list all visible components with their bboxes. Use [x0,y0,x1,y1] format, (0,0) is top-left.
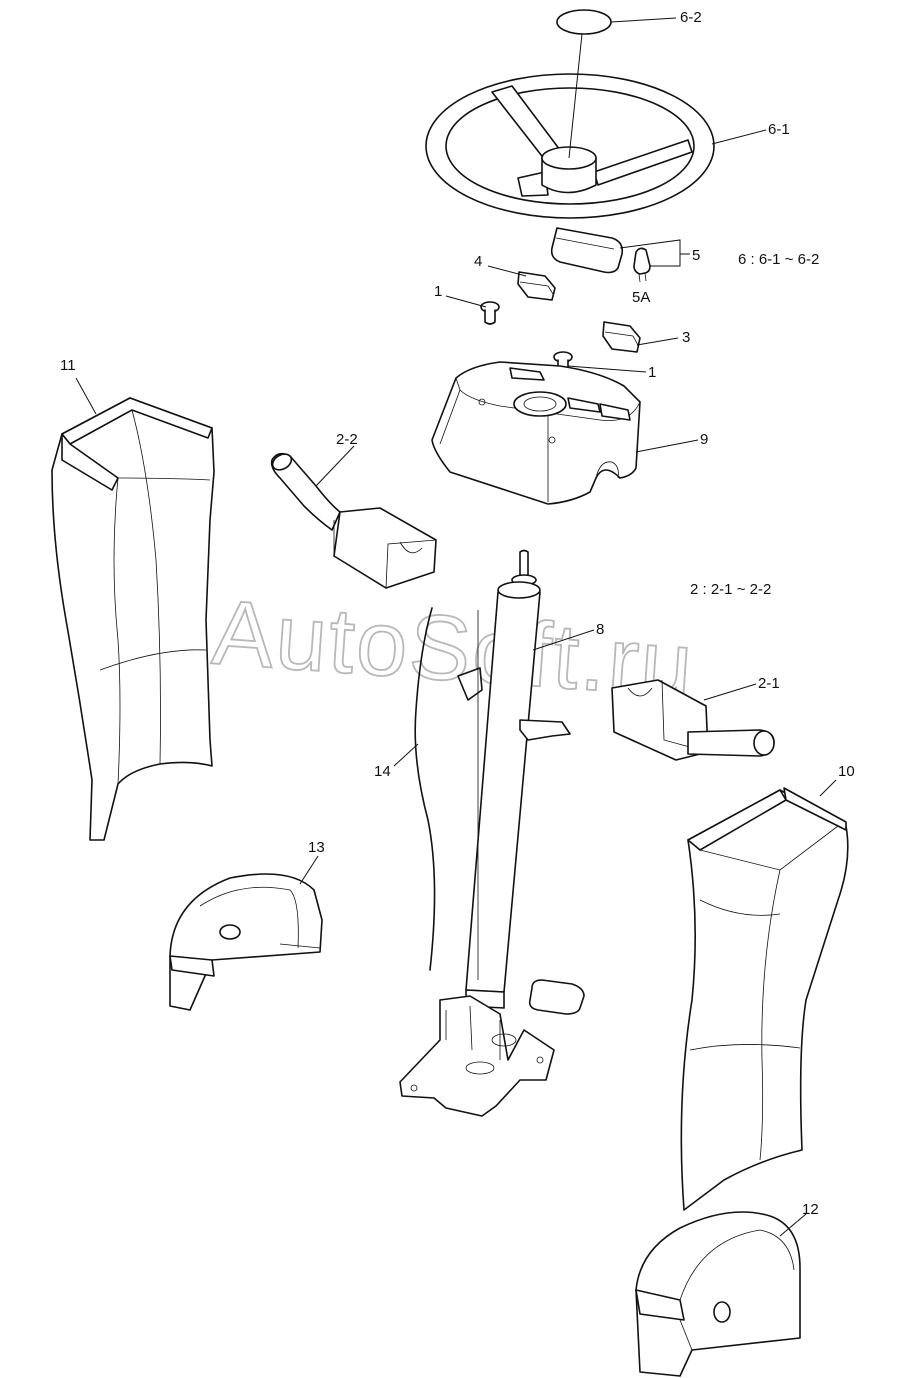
part-10-right-shroud [680,787,849,1211]
callout-10: 10 [838,763,855,780]
callout-6-2: 6-2 [680,9,702,26]
part-2-1-lever-right [611,679,775,761]
callout-5a: 5A [632,289,650,306]
part-3-switch [602,321,641,353]
callout-1-right: 1 [648,364,656,381]
callout-1-left: 1 [434,283,442,300]
callout-11: 11 [60,357,76,374]
callout-2-1: 2-1 [758,675,780,692]
callout-12: 12 [802,1201,819,1218]
callout-labels: 6-2 6-1 5 5A 4 1 3 1 11 2-2 9 8 2-1 14 1… [60,9,855,1218]
part-2-2-lever-left [270,452,437,589]
callout-2-2: 2-2 [336,431,358,448]
callout-5: 5 [692,247,700,264]
note-group-6: 6 : 6-1 ~ 6-2 [738,251,819,268]
callout-3: 3 [682,329,690,346]
callout-8: 8 [596,621,604,638]
column-mount-bracket [399,995,555,1117]
part-6-2-horn-cap [556,9,612,35]
part-1-screw-left [480,301,500,325]
rubber-pad [528,979,585,1015]
part-13-small-cover [169,873,323,1011]
part-11-left-shroud [51,397,215,841]
callout-9: 9 [700,431,708,448]
part-5a-bulb [633,247,651,283]
callout-14: 14 [374,763,391,780]
callout-6-1: 6-1 [768,121,790,138]
part-14-cable [414,607,436,971]
callout-13: 13 [308,839,325,856]
part-9-column-cover [431,361,641,505]
part-4-switch [517,271,556,301]
note-group-2: 2 : 2-1 ~ 2-2 [690,581,771,598]
leader-lines [75,17,837,1237]
callout-4: 4 [474,253,482,270]
part-8-steering-column [457,549,571,1009]
part-5-switch-cover [550,227,624,274]
part-12-large-cover [635,1211,801,1377]
